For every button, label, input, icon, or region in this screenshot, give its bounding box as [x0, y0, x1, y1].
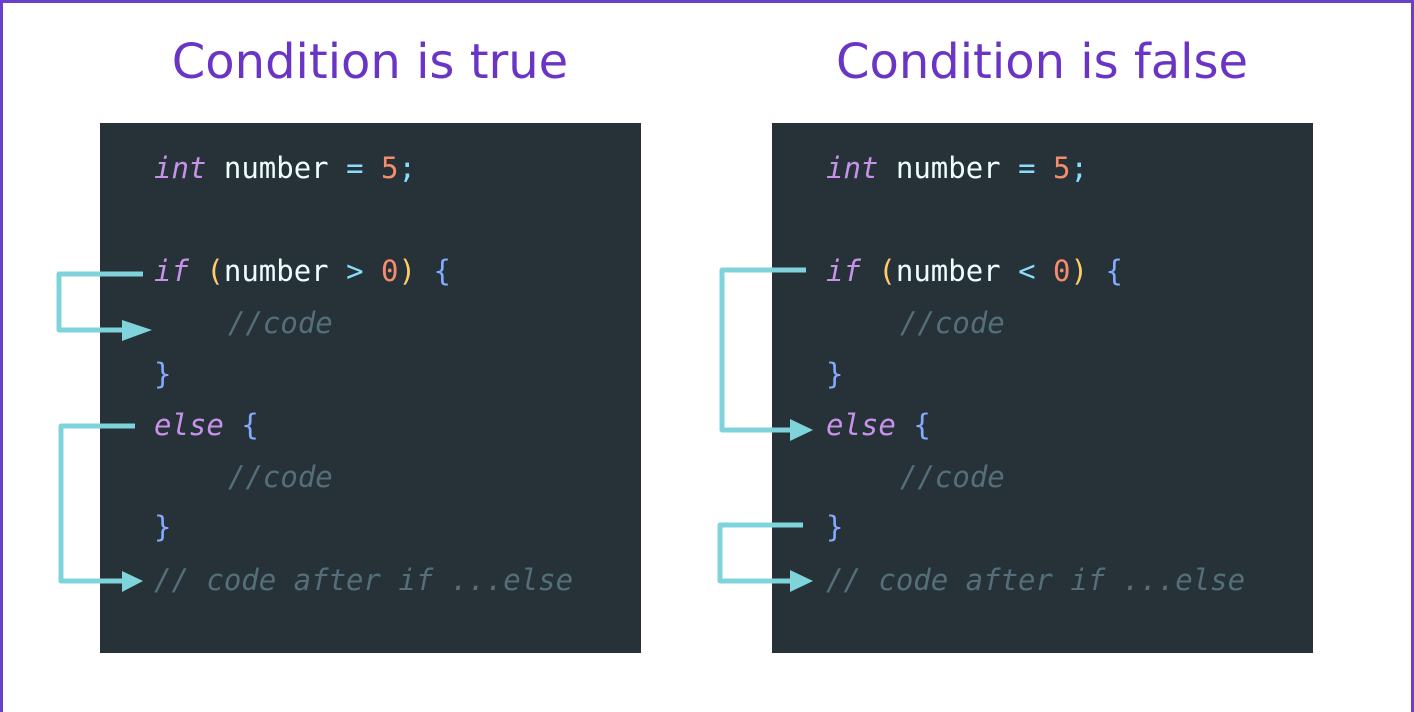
code-line-close-else: } — [154, 510, 172, 544]
code-line-comment-else-body: //code — [228, 460, 333, 494]
arrowhead-after — [790, 570, 813, 592]
code-line-comment-after: // code after if ...else — [826, 563, 1246, 597]
code-line-comment-if-body: //code — [900, 306, 1005, 340]
code-line-if: if (number < 0) { — [826, 254, 1123, 288]
code-line-else: else { — [826, 408, 931, 442]
panel-condition-false: Condition is false int number = 5; if (n… — [672, 0, 1372, 712]
arrow-if-to-else — [719, 267, 806, 433]
code-line-comment-else-body: //code — [900, 460, 1005, 494]
code-line-else: else { — [154, 408, 259, 442]
code-line-comment-after: // code after if ...else — [154, 563, 574, 597]
arrow-else-to-after — [58, 423, 135, 584]
code-line-declaration: int number = 5; — [154, 151, 416, 185]
panel-title: Condition is true — [171, 34, 569, 90]
code-line-close-if: } — [826, 357, 844, 391]
arrow-close-to-after — [717, 522, 803, 584]
arrowhead-after — [122, 571, 143, 592]
panel-condition-true: Condition is true int number = 5; if (nu… — [0, 0, 700, 712]
code-line-if: if (number > 0) { — [154, 254, 451, 288]
code-block: int number = 5; if (number < 0) { //code… — [772, 123, 1313, 653]
arrowhead-else — [790, 419, 813, 441]
flow-arrows — [717, 267, 813, 592]
code-block: int number = 5; if (number > 0) { //code… — [100, 123, 641, 653]
flow-arrows — [56, 271, 152, 592]
code-line-comment-if-body: //code — [228, 306, 333, 340]
code-line-declaration: int number = 5; — [826, 151, 1088, 185]
arrow-if-to-body — [56, 271, 143, 333]
panel-title: Condition is false — [835, 34, 1249, 90]
arrowhead-if-body — [122, 320, 152, 341]
code-line-close-if: } — [154, 357, 172, 391]
code-line-close-else: } — [826, 510, 844, 544]
